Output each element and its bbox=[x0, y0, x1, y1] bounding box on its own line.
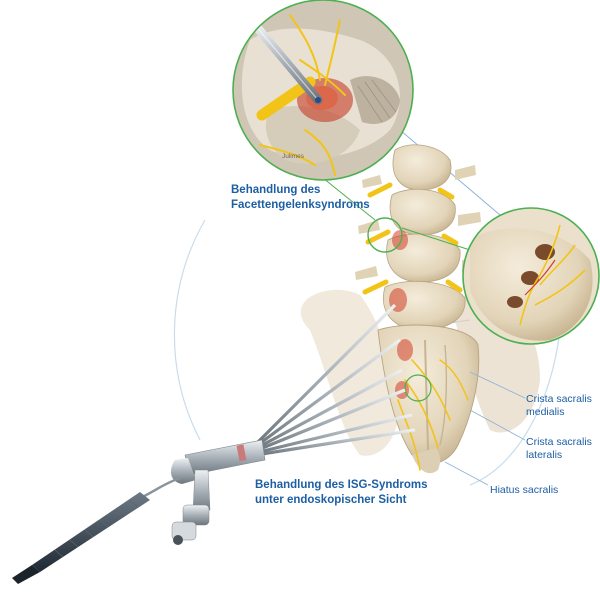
ilium-left bbox=[300, 289, 400, 456]
sacral-inset bbox=[462, 207, 600, 345]
inset-caption: Julimes bbox=[282, 153, 305, 160]
callout-arc-right bbox=[469, 329, 561, 486]
leader-hiatus bbox=[444, 461, 489, 486]
crista-lateralis-line1: Crista sacralis bbox=[526, 436, 592, 448]
endoscope-handle bbox=[134, 439, 266, 545]
facet-joint-inset bbox=[232, 0, 414, 181]
leader-crista-lateralis bbox=[469, 409, 526, 441]
hiatus-label-text: Hiatus sacralis bbox=[490, 484, 559, 496]
sacral-inset-border bbox=[462, 207, 600, 345]
crista-medialis-label: Crista sacralis medialis bbox=[526, 393, 592, 419]
crista-lateralis-label: Crista sacralis lateralis bbox=[526, 436, 592, 462]
facet-joint-marker bbox=[367, 217, 403, 253]
isg-marker bbox=[404, 374, 432, 402]
hiatus-sacralis-label: Hiatus sacralis bbox=[490, 484, 558, 497]
isg-label-line1: Behandlung des ISG-Syndroms bbox=[255, 479, 428, 491]
endoscopic-probes bbox=[253, 303, 416, 457]
isg-treatment-label: Behandlung des ISG-Syndroms unter endosk… bbox=[255, 478, 428, 508]
facet-treatment-label: Behandlung des Facettengelenksyndroms bbox=[231, 183, 370, 213]
connector-top bbox=[322, 177, 376, 221]
isg-label-line2: unter endoskopischer Sicht bbox=[255, 494, 407, 506]
callout-arc-left bbox=[173, 219, 206, 441]
crista-medialis-line1: Crista sacralis bbox=[526, 393, 592, 405]
crista-lateralis-line2: lateralis bbox=[526, 449, 563, 461]
leader-crista-medialis bbox=[469, 371, 526, 399]
facet-label-line2: Facettengelenksyndroms bbox=[231, 199, 370, 211]
connector-right bbox=[401, 227, 471, 251]
crista-medialis-line2: medialis bbox=[526, 406, 565, 418]
facet-inset-border bbox=[232, 0, 414, 181]
facet-label-line1: Behandlung des bbox=[231, 184, 321, 196]
endoscope-grip bbox=[12, 492, 150, 584]
